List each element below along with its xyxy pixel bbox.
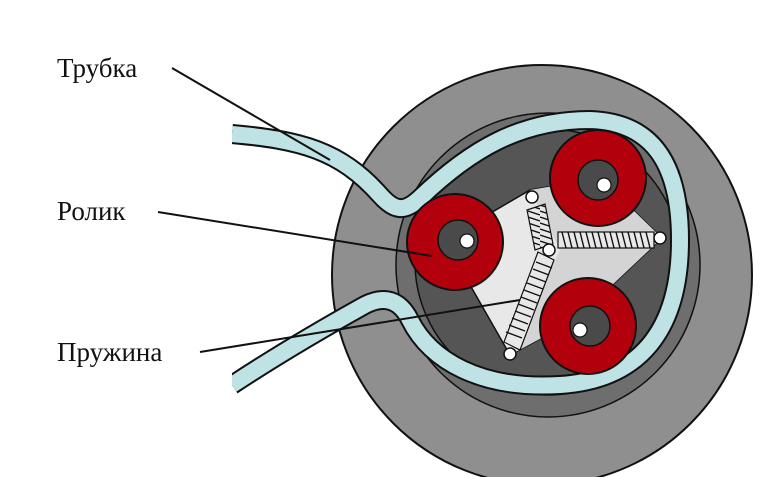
spring-bottom bbox=[503, 251, 555, 351]
roller-left bbox=[406, 193, 504, 291]
pivot-pins bbox=[503, 190, 667, 361]
tube-leader-line bbox=[171, 67, 331, 161]
roller-top-right bbox=[549, 129, 647, 227]
roller-label: Ролик bbox=[57, 196, 126, 226]
tube bbox=[222, 110, 690, 399]
spring-right bbox=[557, 231, 655, 249]
tube-label: Трубка bbox=[57, 53, 137, 83]
spring-label: Пружина bbox=[57, 337, 162, 367]
roller-leader-line bbox=[157, 211, 433, 257]
spring-leader-line bbox=[199, 299, 521, 353]
spring-top bbox=[526, 203, 554, 251]
roller-bottom bbox=[539, 277, 637, 375]
